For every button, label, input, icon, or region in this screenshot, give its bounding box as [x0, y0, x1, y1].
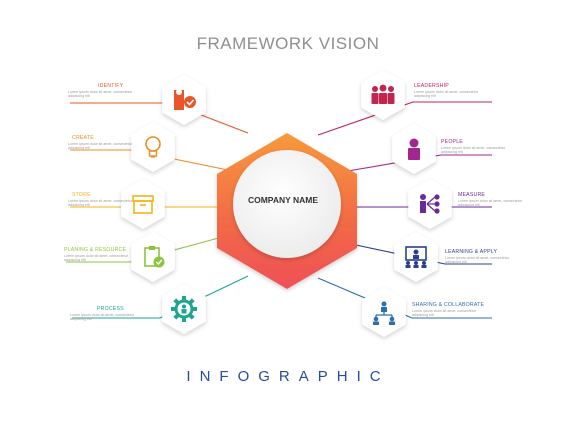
- node-planing-resource: [131, 232, 175, 282]
- label-process: PROCESS: [97, 306, 124, 312]
- text-leadership: Lorem ipsum dolor sit amet, consectetur …: [414, 90, 478, 99]
- person-check-icon: [174, 89, 196, 110]
- label-store: STORE: [72, 192, 91, 198]
- label-leadership: LEADERSHIP: [414, 83, 449, 89]
- network-icon: [373, 301, 395, 325]
- text-store: Lorem ipsum dolor sit amet, consectetur …: [68, 199, 132, 208]
- box-icon: [132, 195, 154, 214]
- node-store: [121, 179, 165, 229]
- node-hexagon: [131, 232, 175, 282]
- footer-title: INFOGRAPHIC: [186, 368, 390, 385]
- text-create: Lorem ipsum dolor sit amet, consectetur …: [68, 142, 132, 151]
- lightbulb-icon: [145, 136, 161, 158]
- node-leadership: [361, 70, 405, 120]
- label-sharing: SHARING & COLLABORATE: [412, 302, 485, 308]
- label-people: PEOPLE: [441, 139, 463, 145]
- text-process: Lorem ipsum dolor sit amet, consectetur …: [70, 313, 134, 322]
- text-people: Lorem ipsum dolor sit amet, consectetur …: [441, 146, 505, 155]
- node-sharing-collaborate: [362, 287, 406, 337]
- text-measure: Lorem ipsum dolor sit amet, consectetur …: [458, 199, 522, 208]
- node-measure: [408, 179, 452, 229]
- clipboard-check-icon: [144, 246, 165, 268]
- page-title: FRAMEWORK VISION: [196, 34, 380, 53]
- text-learning: Lorem ipsum dolor sit amet, consectetur …: [445, 256, 509, 265]
- label-identify: IDENTIFY: [98, 83, 124, 89]
- node-people: [392, 124, 436, 174]
- node-create: [131, 122, 175, 172]
- node-hexagon: [131, 122, 175, 172]
- text-identify: Lorem ipsum dolor sit amet, consectetur …: [68, 90, 132, 99]
- label-create: CREATE: [72, 135, 94, 141]
- person-icon: [408, 138, 420, 160]
- presentation-icon: [405, 246, 427, 268]
- node-hexagon: [121, 179, 165, 229]
- hierarchy-icon: [420, 194, 440, 214]
- gear-person-icon: [171, 296, 197, 322]
- label-measure: MEASURE: [458, 192, 486, 198]
- text-sharing: Lorem ipsum dolor sit amet, consectetur …: [412, 309, 476, 318]
- center-circle: [233, 150, 341, 258]
- label-planing: PLANING & RESOURCE: [64, 247, 127, 253]
- team-icon: [371, 84, 395, 104]
- label-learning: LEARNING & APPLY: [445, 249, 498, 255]
- node-learning-apply: [394, 232, 438, 282]
- center-hub: [217, 133, 357, 289]
- node-hexagons: [121, 70, 452, 337]
- node-process: [162, 284, 206, 334]
- text-planing: Lorem ipsum dolor sit amet, consectetur …: [64, 254, 128, 263]
- node-identify: [162, 75, 206, 125]
- company-name: COMPANY NAME: [247, 195, 319, 205]
